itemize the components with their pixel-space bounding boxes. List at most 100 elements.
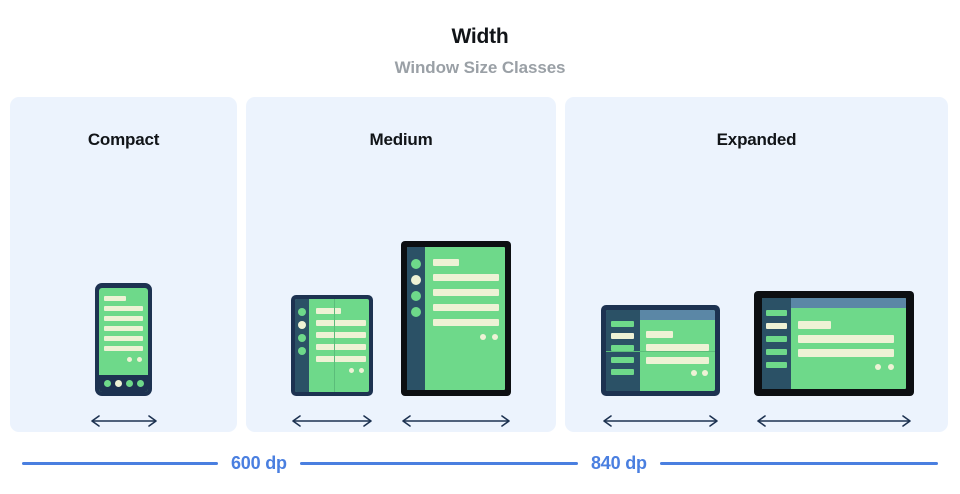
content-bar bbox=[104, 316, 143, 321]
fold-line bbox=[605, 351, 715, 352]
tablet-portrait-screen bbox=[407, 247, 505, 390]
nav-dot bbox=[104, 380, 111, 387]
double-arrow-horizontal-icon bbox=[402, 415, 510, 427]
content-dot bbox=[480, 334, 486, 340]
tablet-portrait-icon bbox=[401, 241, 511, 396]
panel-title-compact: Compact bbox=[87, 130, 160, 149]
content-bar bbox=[316, 332, 366, 338]
nav-dot bbox=[126, 380, 133, 387]
breakpoint-scale: 600 dp 840 dp bbox=[0, 432, 960, 494]
resize-arrow-foldable-landscape bbox=[600, 410, 721, 432]
content-dot bbox=[701, 370, 708, 376]
phone-icon bbox=[95, 283, 152, 396]
content-bar bbox=[316, 356, 366, 362]
nav-item bbox=[610, 369, 634, 375]
content-bar bbox=[104, 346, 143, 351]
scale-rule-middle bbox=[299, 461, 578, 465]
double-arrow-horizontal-icon bbox=[602, 415, 718, 427]
nav-drawer bbox=[761, 298, 791, 389]
nav-dot-active bbox=[411, 275, 421, 285]
breakpoint-label-600: 600 dp bbox=[231, 452, 287, 473]
phone-screen bbox=[99, 288, 148, 392]
foldable-landscape-icon bbox=[600, 305, 720, 396]
content-bar bbox=[104, 336, 143, 341]
device-group-medium bbox=[246, 162, 556, 432]
content-dot bbox=[349, 368, 354, 373]
nav-rail bbox=[407, 247, 425, 390]
double-arrow-horizontal-icon bbox=[292, 415, 372, 427]
nav-item bbox=[765, 310, 787, 316]
device-cell-foldable bbox=[289, 295, 375, 432]
content-dot bbox=[690, 370, 697, 376]
double-arrow-horizontal-icon bbox=[756, 415, 911, 427]
content-bar bbox=[797, 335, 894, 343]
content-bar bbox=[433, 289, 499, 296]
content-dot bbox=[874, 364, 881, 370]
resize-arrow-tablet-landscape bbox=[754, 410, 914, 432]
foldable-screen bbox=[295, 299, 369, 392]
content-bar bbox=[104, 296, 126, 301]
content-bar bbox=[316, 320, 366, 326]
foldable-icon bbox=[291, 295, 373, 396]
content-dot bbox=[359, 368, 364, 373]
panel-compact: Compact bbox=[10, 97, 237, 432]
device-cell-foldable-landscape bbox=[600, 305, 721, 432]
double-arrow-horizontal-icon bbox=[90, 415, 157, 427]
nav-dot bbox=[411, 291, 421, 301]
device-cell-tablet-landscape bbox=[753, 291, 914, 432]
content-bar bbox=[433, 259, 459, 266]
resize-arrow-foldable bbox=[289, 410, 375, 432]
content-bar bbox=[645, 357, 709, 364]
nav-item bbox=[765, 362, 787, 368]
top-app-bar bbox=[639, 310, 715, 320]
resize-arrow-compact bbox=[88, 410, 160, 432]
content-bar bbox=[433, 304, 499, 311]
scale-rule-left bbox=[22, 461, 218, 465]
device-group-compact bbox=[10, 162, 237, 432]
content-bar bbox=[797, 321, 831, 329]
panel-title-expanded: Expanded bbox=[716, 130, 797, 149]
breakpoint-label-840: 840 dp bbox=[591, 452, 647, 473]
device-cell-phone bbox=[88, 283, 160, 432]
content-bar bbox=[433, 319, 499, 326]
content-dot bbox=[492, 334, 498, 340]
nav-dot bbox=[298, 347, 306, 355]
foldable-landscape-screen bbox=[605, 310, 715, 391]
nav-dot bbox=[411, 307, 421, 317]
nav-dot bbox=[298, 334, 306, 342]
nav-item bbox=[765, 349, 787, 355]
content-bar bbox=[645, 344, 709, 351]
device-group-expanded bbox=[565, 162, 948, 432]
nav-dot-active bbox=[298, 321, 306, 329]
size-class-panels: Compact bbox=[10, 97, 948, 432]
page-subtitle: Window Size Classes bbox=[394, 58, 566, 78]
top-app-bar bbox=[790, 298, 906, 308]
nav-item bbox=[765, 336, 787, 342]
nav-item bbox=[610, 345, 634, 351]
resize-arrow-tablet-portrait bbox=[399, 410, 513, 432]
nav-item-active bbox=[610, 333, 634, 339]
phone-bottom-nav bbox=[99, 375, 148, 392]
nav-item-active bbox=[765, 323, 787, 329]
panel-expanded: Expanded bbox=[565, 97, 948, 432]
device-cell-tablet-portrait bbox=[399, 241, 513, 432]
content-bar bbox=[316, 308, 341, 314]
tablet-landscape-icon bbox=[753, 291, 914, 396]
nav-dot-active bbox=[115, 380, 122, 387]
page-header: Width Window Size Classes bbox=[0, 0, 960, 95]
nav-rail bbox=[295, 299, 309, 392]
nav-item bbox=[610, 321, 634, 327]
content-bar bbox=[433, 274, 499, 281]
content-bar bbox=[645, 331, 673, 338]
scale-rule-right bbox=[659, 461, 938, 465]
panel-medium: Medium bbox=[246, 97, 556, 432]
content-dot bbox=[137, 357, 142, 362]
content-bar bbox=[104, 306, 143, 311]
content-bar bbox=[797, 349, 894, 357]
tablet-landscape-screen bbox=[761, 298, 906, 389]
content-dot bbox=[887, 364, 894, 370]
nav-item bbox=[610, 357, 634, 363]
nav-dot bbox=[411, 259, 421, 269]
page-title: Width bbox=[451, 25, 509, 48]
panel-title-medium: Medium bbox=[369, 130, 433, 149]
